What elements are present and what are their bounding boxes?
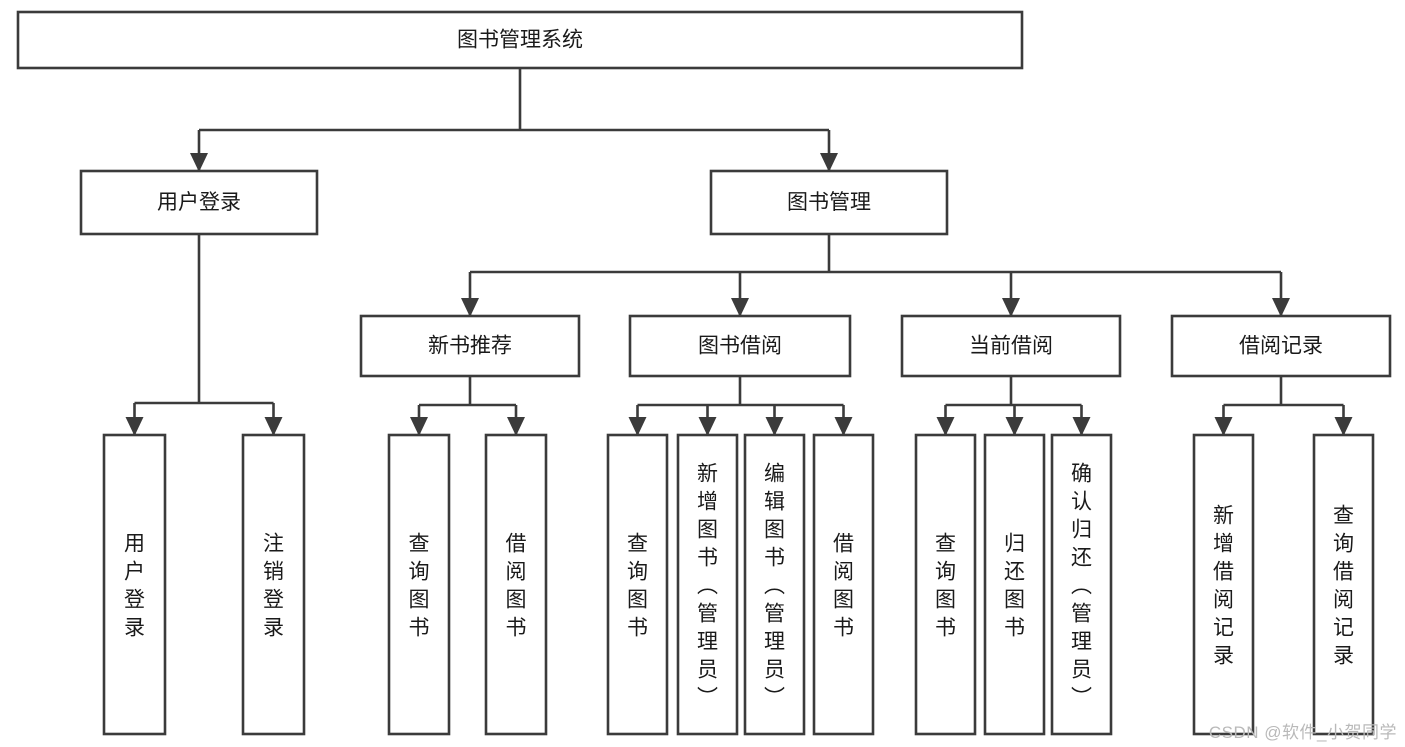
node-label: 查询图书: [627, 532, 648, 639]
arrow-head-icon: [628, 417, 647, 436]
node-box: [16, 10, 1024, 70]
arrow-head-icon: [936, 417, 955, 436]
arrow-head-icon: [1334, 417, 1353, 436]
node-box: [709, 169, 949, 236]
node-label: 查询图书: [409, 532, 430, 639]
arrow-head-icon: [190, 153, 208, 172]
node-label: 图书管理系统: [457, 29, 583, 52]
arrow-head-icon: [834, 417, 853, 436]
node-level3-2[interactable]: 当前借阅: [900, 314, 1122, 378]
node-root-0[interactable]: 图书管理系统: [16, 10, 1024, 70]
arrow-head-icon: [1002, 298, 1020, 317]
node-leaf-5[interactable]: 新增图书︵管理员︶: [676, 433, 739, 736]
arrow-head-icon: [698, 417, 717, 436]
node-level3-3[interactable]: 借阅记录: [1170, 314, 1392, 378]
node-level2-1[interactable]: 图书管理: [709, 169, 949, 236]
node-label: 确认归还︵管理员︶: [1071, 462, 1092, 709]
arrow-head-icon: [125, 417, 144, 436]
node-leaf-6[interactable]: 编辑图书︵管理员︶: [743, 433, 806, 736]
arrow-head-icon: [507, 417, 525, 436]
node-leaf-7[interactable]: 借阅图书: [812, 433, 875, 736]
arrow-head-icon: [1272, 298, 1290, 317]
arrow-head-icon: [1005, 417, 1024, 436]
node-box: [1050, 433, 1113, 736]
node-box: [484, 433, 548, 736]
node-box: [914, 433, 977, 736]
nodes-layer: 图书管理系统用户登录图书管理新书推荐图书借阅当前借阅借阅记录用户登录注销登录查询…: [16, 10, 1392, 736]
node-leaf-9[interactable]: 归还图书: [983, 433, 1046, 736]
node-box: [102, 433, 167, 736]
node-box: [241, 433, 306, 736]
arrow-head-icon: [1072, 417, 1091, 436]
node-box: [900, 314, 1122, 378]
node-label: 新增图书︵管理员︶: [697, 462, 718, 709]
node-label: 查询借阅记录: [1333, 504, 1354, 667]
node-box: [1170, 314, 1392, 378]
arrow-head-icon: [1214, 417, 1233, 436]
node-leaf-2[interactable]: 查询图书: [387, 433, 451, 736]
node-box: [628, 314, 852, 378]
node-label: 用户登录: [124, 532, 145, 639]
node-label: 查询图书: [935, 532, 956, 639]
node-label: 当前借阅: [969, 335, 1053, 358]
node-leaf-8[interactable]: 查询图书: [914, 433, 977, 736]
arrow-head-icon: [461, 298, 479, 317]
node-leaf-1[interactable]: 注销登录: [241, 433, 306, 736]
node-label: 图书借阅: [698, 335, 782, 358]
node-box: [387, 433, 451, 736]
node-leaf-12[interactable]: 查询借阅记录: [1312, 433, 1375, 736]
node-box: [606, 433, 669, 736]
node-label: 用户登录: [157, 191, 241, 214]
node-level2-0[interactable]: 用户登录: [79, 169, 319, 236]
node-level3-1[interactable]: 图书借阅: [628, 314, 852, 378]
node-label: 归还图书: [1004, 532, 1025, 639]
node-box: [676, 433, 739, 736]
arrow-head-icon: [765, 417, 784, 436]
arrow-head-icon: [410, 417, 428, 436]
node-label: 注销登录: [263, 532, 284, 639]
node-label: 新增借阅记录: [1213, 504, 1234, 667]
node-box: [359, 314, 581, 378]
node-label: 借阅图书: [506, 532, 527, 639]
node-leaf-10[interactable]: 确认归还︵管理员︶: [1050, 433, 1113, 736]
node-box: [1312, 433, 1375, 736]
node-label: 图书管理: [787, 191, 871, 214]
node-box: [812, 433, 875, 736]
node-box: [983, 433, 1046, 736]
node-label: 借阅图书: [833, 532, 854, 639]
node-leaf-11[interactable]: 新增借阅记录: [1192, 433, 1255, 736]
node-leaf-0[interactable]: 用户登录: [102, 433, 167, 736]
arrow-head-icon: [731, 298, 749, 317]
edges-layer: [125, 68, 1353, 436]
arrow-head-icon: [264, 417, 283, 436]
node-leaf-4[interactable]: 查询图书: [606, 433, 669, 736]
node-label: 新书推荐: [428, 335, 512, 358]
node-level3-0[interactable]: 新书推荐: [359, 314, 581, 378]
node-label: 编辑图书︵管理员︶: [764, 462, 785, 709]
node-box: [1192, 433, 1255, 736]
node-label: 借阅记录: [1239, 335, 1323, 358]
arrow-head-icon: [820, 153, 838, 172]
node-box: [743, 433, 806, 736]
node-leaf-3[interactable]: 借阅图书: [484, 433, 548, 736]
node-box: [79, 169, 319, 236]
